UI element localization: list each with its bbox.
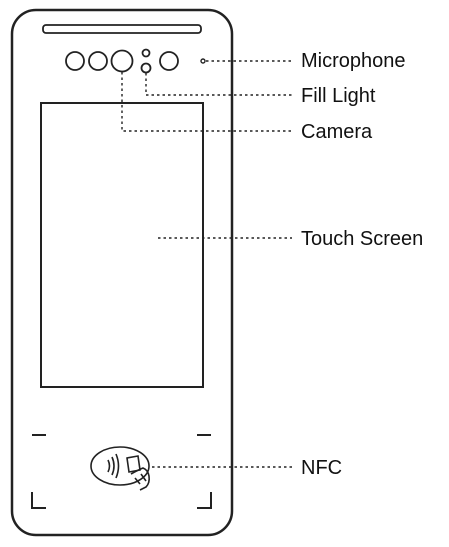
leader-lines (121, 60, 292, 468)
corner-bracket-left (31, 492, 46, 509)
nfc-reader-icon (90, 446, 150, 491)
camera-lens-icon (110, 49, 134, 73)
sensor-circle-1 (65, 51, 85, 71)
device-body (10, 8, 234, 537)
touch-screen (40, 102, 204, 388)
leader-fill-light (145, 73, 292, 96)
sensor-circle-5 (159, 51, 179, 71)
label-camera: Camera (301, 121, 373, 143)
label-touch-screen: Touch Screen (301, 228, 424, 250)
label-nfc: NFC (301, 457, 343, 479)
leader-camera (121, 72, 292, 132)
corner-bracket-right (197, 492, 212, 509)
sensor-circle-2 (88, 51, 108, 71)
top-slit (42, 24, 202, 34)
sensor-row (65, 48, 179, 74)
label-fill-light: Fill Light (301, 85, 376, 107)
fill-light-icon (141, 48, 151, 58)
label-microphone: Microphone (301, 50, 406, 72)
fill-light-led (140, 62, 152, 74)
microphone-icon (200, 58, 206, 64)
